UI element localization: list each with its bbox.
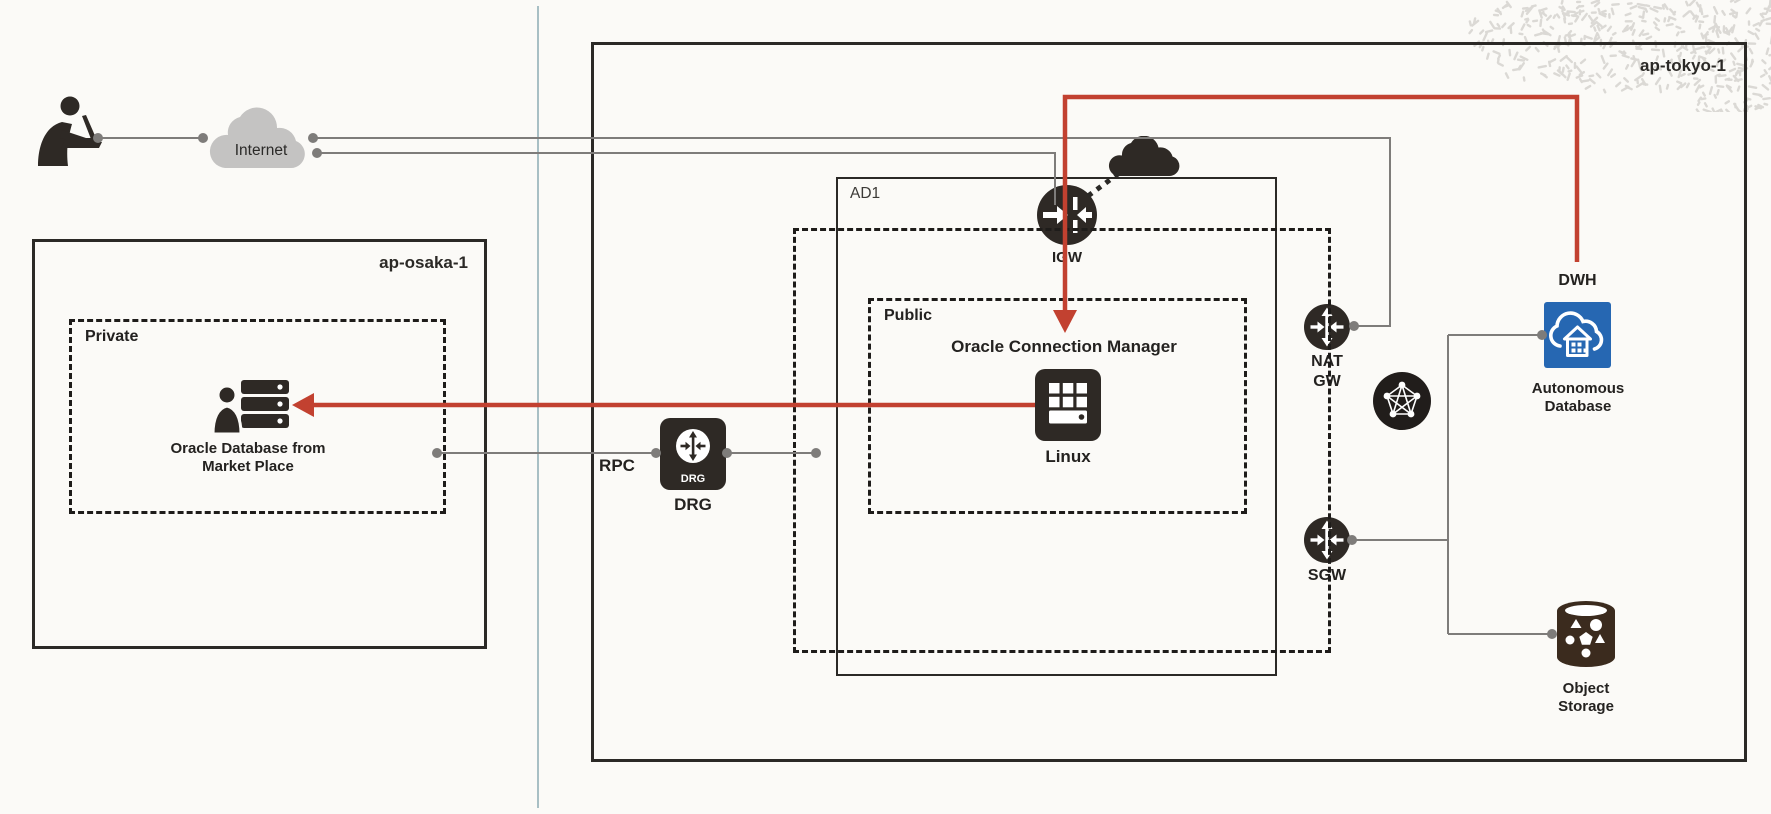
ad1-label: AD1 [850, 185, 881, 202]
marketplace-database-icon [213, 380, 289, 434]
services-network-icon [1373, 372, 1431, 430]
object-storage-label: Object Storage [1558, 680, 1614, 716]
autonomous-database-icon [1544, 302, 1611, 368]
public-subnet-box: Public [868, 298, 1247, 514]
internet-label: Internet [234, 142, 288, 159]
drg-icon: DRG [660, 418, 726, 490]
linux-compute-icon [1035, 369, 1101, 441]
region-divider-line [537, 6, 539, 808]
corner-scribble-pattern [1468, 0, 1771, 112]
region-label-tokyo: ap-tokyo-1 [1640, 56, 1726, 75]
linux-label: Linux [1045, 447, 1091, 466]
public-subnet-label: Public [884, 307, 933, 324]
drg-badge-text: DRG [681, 473, 705, 485]
private-subnet-label: Private [85, 328, 139, 345]
marketplace-db-label: Oracle Database from Market Place [170, 440, 326, 476]
drg-label: DRG [674, 495, 712, 514]
object-storage-icon [1557, 601, 1615, 667]
connection-manager-label: Oracle Connection Manager [951, 337, 1177, 356]
user-with-laptop-icon [38, 96, 102, 166]
sgw-label: SGW [1307, 567, 1347, 584]
internet-cloud: Internet [205, 100, 317, 176]
autonomous-db-label: Autonomous Database [1531, 380, 1625, 416]
rpc-label: RPC [599, 456, 635, 475]
region-box-ap-tokyo-1: ap-tokyo-1 [591, 42, 1747, 762]
private-subnet-box: Private [69, 319, 446, 514]
nat-gw-label: NAT GW [1311, 353, 1343, 390]
region-label-osaka: ap-osaka-1 [379, 253, 468, 272]
